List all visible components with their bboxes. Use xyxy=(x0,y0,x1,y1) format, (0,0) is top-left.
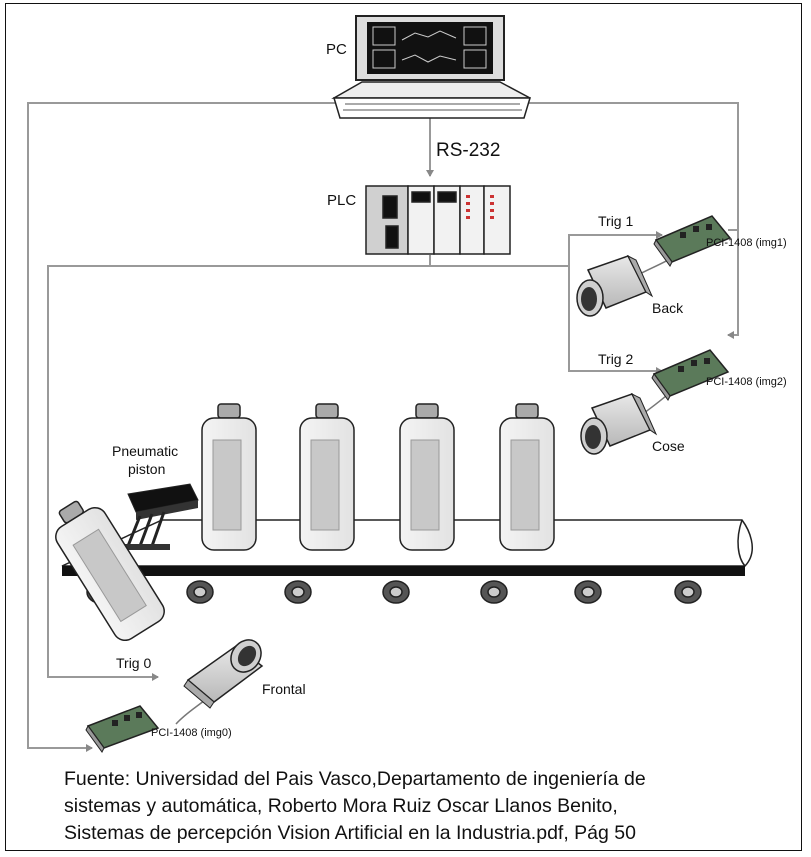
wire-trig2 xyxy=(568,266,663,375)
plc-label: PLC xyxy=(327,192,356,209)
piston-label-line2: piston xyxy=(128,461,165,477)
pneumatic-piston xyxy=(118,483,199,550)
conveyor-rollers xyxy=(86,580,702,604)
wire-plc-trig0 xyxy=(47,265,430,681)
bottle xyxy=(299,403,355,551)
camera-cose xyxy=(580,392,658,455)
pc-computer xyxy=(331,15,532,119)
wire-trig1 xyxy=(523,231,663,267)
caption-line: Fuente: Universidad del Pais Vasco,Depar… xyxy=(64,768,646,790)
rejected-bottle xyxy=(55,500,165,642)
trig1-label: Trig 1 xyxy=(598,213,633,229)
trig2-label: Trig 2 xyxy=(598,351,633,367)
bottle xyxy=(399,403,455,551)
plc-unit xyxy=(365,185,511,255)
wire-pc-to-board0 xyxy=(27,102,340,752)
board-img0 xyxy=(85,705,160,753)
camera-frontal-label: Frontal xyxy=(262,681,306,697)
signal-wires xyxy=(27,102,739,752)
wire-pc-to-boards xyxy=(508,102,739,339)
board-img2-label: PCI-1408 (img2) xyxy=(706,376,787,388)
caption-line: sistemas y automática, Roberto Mora Ruiz… xyxy=(64,795,618,817)
figure-caption: Fuente: Universidad del Pais Vasco,Depar… xyxy=(64,766,794,847)
board-img1-label: PCI-1408 (img1) xyxy=(706,237,787,249)
board-img2 xyxy=(651,349,730,401)
board-img0-label: PCI-1408 (img0) xyxy=(151,727,232,739)
board-img1 xyxy=(653,215,732,267)
camera-back xyxy=(576,254,654,317)
caption-line: Sistemas de percepción Vision Artificial… xyxy=(64,822,636,844)
pc-label: PC xyxy=(326,41,347,58)
camera-back-label: Back xyxy=(652,300,684,316)
trig0-label: Trig 0 xyxy=(116,655,151,671)
camera-cose-label: Cose xyxy=(652,438,685,454)
bottle xyxy=(499,403,555,551)
camera-frontal xyxy=(183,639,264,709)
bottle xyxy=(201,403,257,551)
figure-border xyxy=(5,3,802,851)
plc-leds xyxy=(466,195,494,219)
piston-label-line1: Pneumatic xyxy=(112,443,178,459)
rs232-label: RS-232 xyxy=(436,140,500,161)
